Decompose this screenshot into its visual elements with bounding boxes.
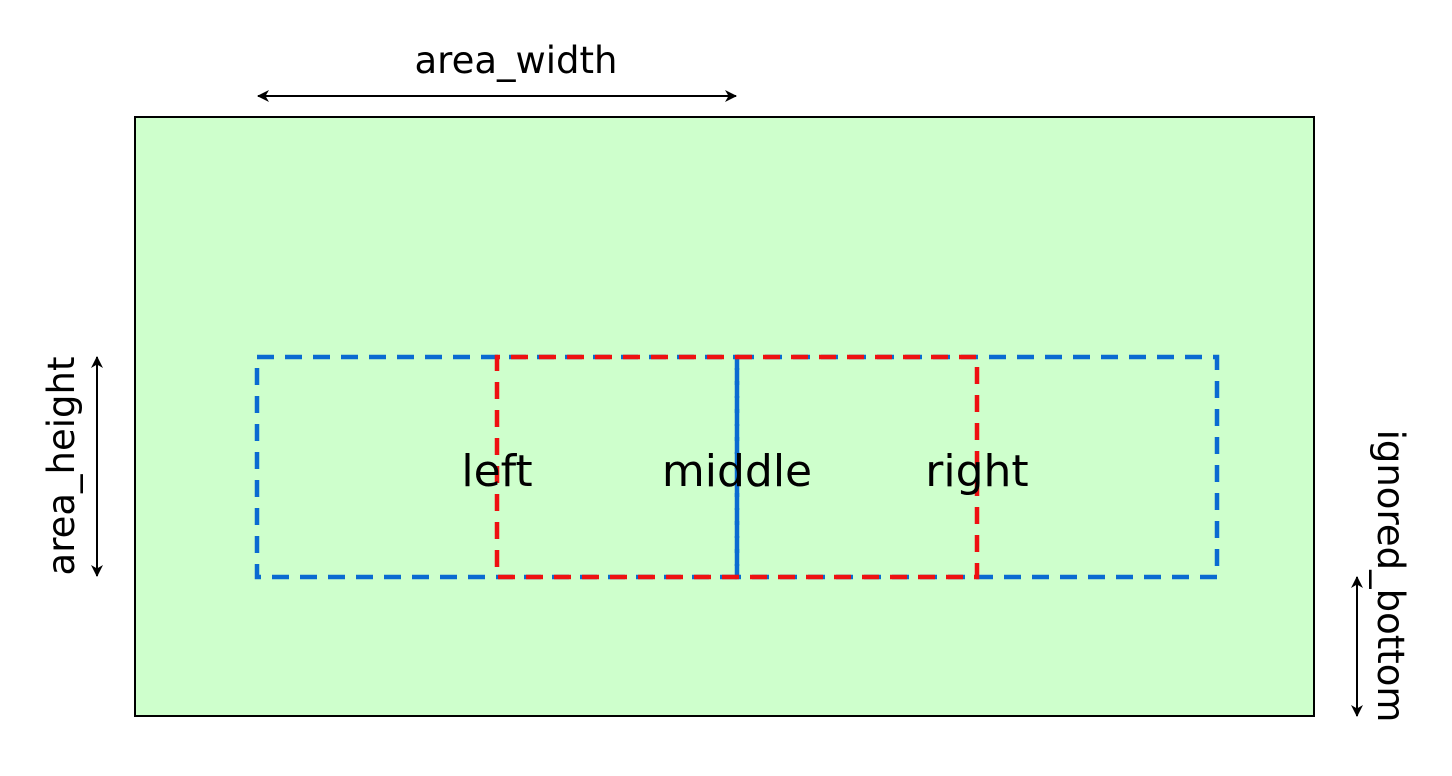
area-width-label: area_width bbox=[415, 39, 618, 82]
right-label: right bbox=[925, 446, 1028, 497]
left-label: left bbox=[461, 446, 532, 497]
middle-box bbox=[494, 354, 980, 580]
area-height-label: area_height bbox=[40, 357, 83, 576]
area-rectangle bbox=[134, 116, 1315, 717]
ignored-bottom-label: ignored_bottom bbox=[1369, 430, 1412, 723]
middle-label: middle bbox=[662, 446, 812, 497]
